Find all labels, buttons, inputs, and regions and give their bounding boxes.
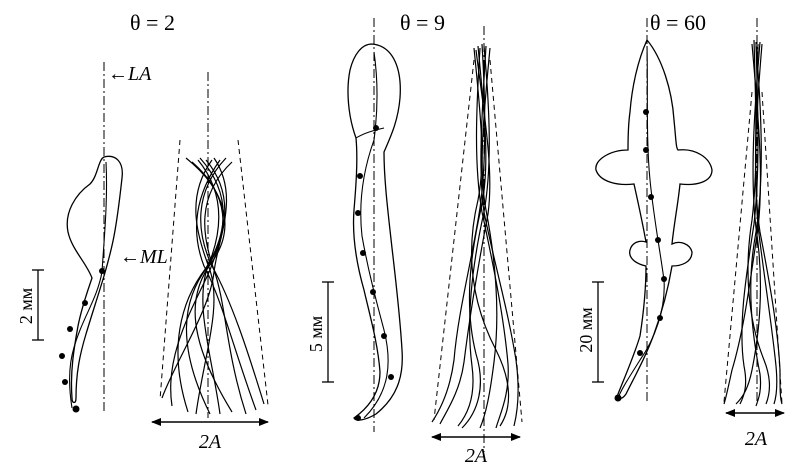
axis-label-la: ←LA <box>108 63 152 85</box>
panel-theta-60: θ = 60 20 мм <box>576 10 784 450</box>
swimming-envelope <box>724 18 782 406</box>
panel-theta-9: θ = 9 5 мм <box>306 10 522 466</box>
larva-body-outline <box>348 44 402 420</box>
amplitude-label: 2A <box>465 445 488 466</box>
head-boundary <box>356 128 384 138</box>
midline-label-ml: ←ML <box>120 246 168 268</box>
amplitude-label: 2A <box>745 428 768 450</box>
panel-theta-2: θ = 2 ←LA ←ML 2 мм <box>16 10 268 453</box>
larva-body-outline <box>67 156 122 402</box>
larva-body-outline <box>596 40 712 399</box>
midline <box>618 46 664 398</box>
amplitude-label: 2A <box>199 431 222 453</box>
midline-markers <box>615 109 668 402</box>
scale-label: 2 мм <box>16 288 36 324</box>
swimming-envelope <box>432 26 522 452</box>
theta-label: θ = 2 <box>130 10 175 35</box>
theta-label: θ = 9 <box>400 10 445 35</box>
theta-label: θ = 60 <box>650 10 706 35</box>
scale-label: 20 мм <box>576 307 596 352</box>
midline-markers <box>59 268 105 413</box>
swimming-envelope <box>160 72 268 418</box>
scale-label: 5 мм <box>306 316 326 352</box>
